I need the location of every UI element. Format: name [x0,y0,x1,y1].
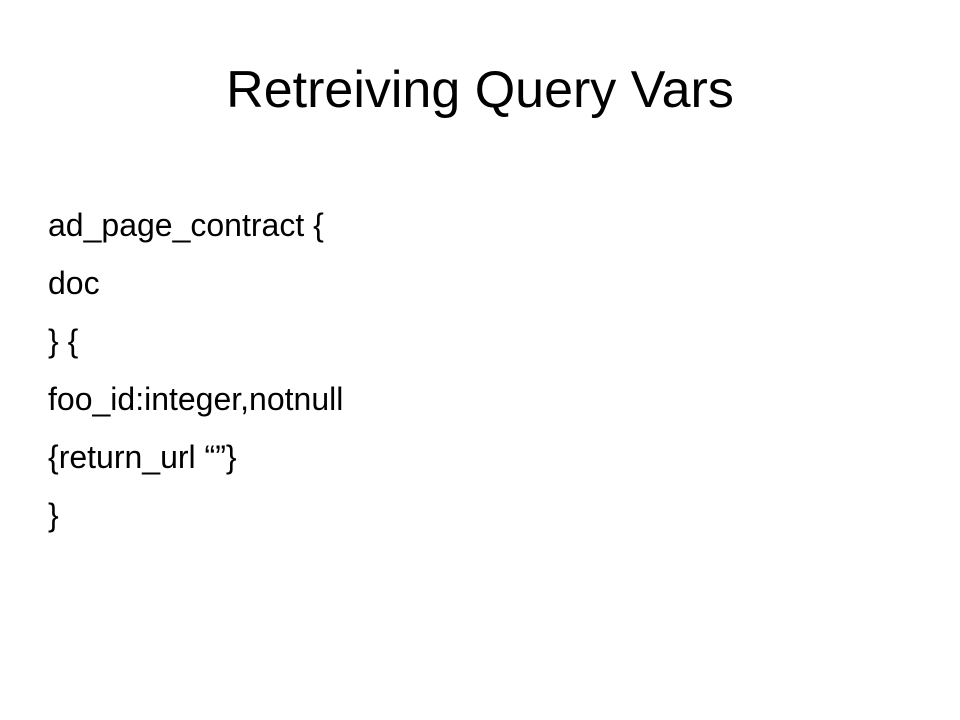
code-line-6: } [48,497,59,533]
code-line-2: doc [48,265,100,301]
code-line-1: ad_page_contract { [48,207,324,243]
slide-title: Retreiving Query Vars [226,61,734,119]
code-line-5: {return_url “”} [48,439,237,475]
code-line-3: } { [48,323,79,359]
slide-body: ad_page_contract { doc } { foo_id:intege… [48,196,908,544]
code-line-4: foo_id:integer,notnull [48,381,344,417]
